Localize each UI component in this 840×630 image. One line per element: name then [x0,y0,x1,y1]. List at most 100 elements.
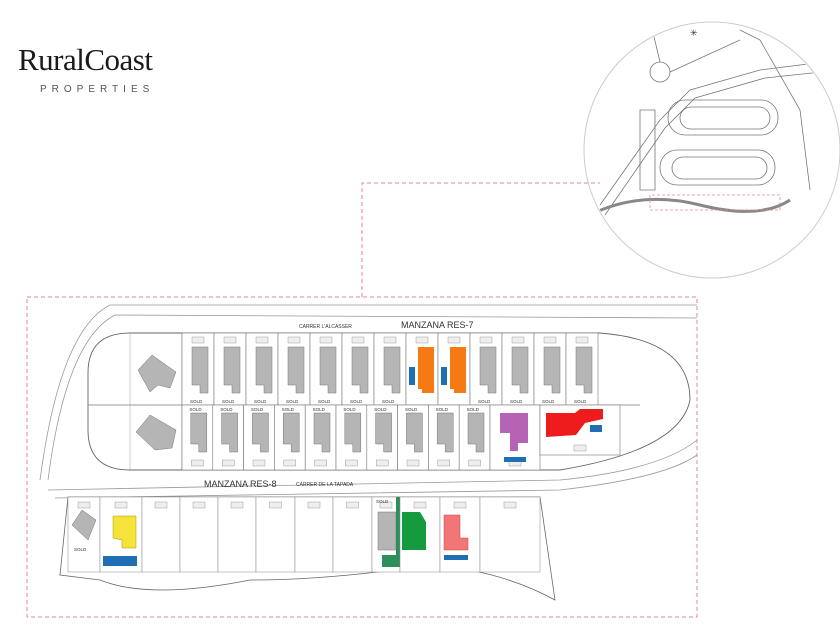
lot-number-tag [479,336,493,344]
sold-label: SOLD [282,407,295,412]
sold-building [511,346,529,394]
lot-number-tag [230,501,244,509]
lot[interactable] [217,496,257,573]
lot[interactable]: SOLD [501,332,535,406]
lot[interactable]: SOLD [428,404,460,471]
available-building [418,347,434,393]
lot-number-tag [77,501,91,509]
sold-label: SOLD [313,407,326,412]
lot[interactable]: SOLD [341,332,375,406]
plan-frame [26,296,698,618]
sold-building [351,346,369,394]
lot-number-tag [453,501,467,509]
svg-text:✳: ✳ [690,28,698,38]
sold-label: SOLD [350,399,363,404]
lot-number-tag [345,459,358,467]
lot[interactable]: SOLD [245,332,279,406]
lot[interactable] [255,496,296,573]
lot[interactable] [539,404,621,456]
sold-label: SOLD [510,399,523,404]
sold-building [190,412,208,453]
pool [504,457,526,462]
inset-connector [361,182,600,297]
sold-building [313,412,331,453]
lot[interactable] [437,332,471,406]
sold-building [575,346,593,394]
lot-number-tag [283,459,296,467]
lot[interactable] [405,332,439,406]
sold-label: SOLD [436,407,449,412]
location-inset-map: ✳ [583,21,840,279]
lot-number-tag [223,336,237,344]
lot-number-tag [447,336,461,344]
sold-building [377,511,397,551]
sold-building [287,346,305,394]
lot[interactable]: SOLD [458,404,491,471]
lot-number-tag [191,336,205,344]
lot[interactable]: SOLD [469,332,503,406]
lot-number-tag [573,444,587,452]
sold-building [436,412,454,453]
lot-number-tag [307,501,321,509]
sold-building [221,412,238,453]
lot-number-tag [468,459,481,467]
lot-number-tag [269,501,282,509]
lot[interactable] [439,496,481,573]
sold-building [71,509,97,541]
lot[interactable]: SOLD [181,404,214,471]
lot-number-tag [406,459,420,467]
lot-number-tag [191,459,204,467]
lot[interactable]: SOLD [533,332,567,406]
sold-building [467,412,485,453]
lot-number-tag [314,459,327,467]
lot[interactable]: SOLD [67,496,101,573]
lot[interactable]: SOLD [304,404,337,471]
sold-label: SOLD [251,407,264,412]
lot[interactable]: SOLD [565,332,599,406]
lot[interactable] [332,496,373,573]
lot[interactable]: SOLD [181,332,215,406]
lot[interactable] [399,496,441,573]
lot[interactable]: SOLD [212,404,244,471]
lot[interactable] [141,496,181,573]
lot[interactable]: SOLD [277,332,311,406]
reserved-building [500,413,528,451]
lot[interactable]: SOLD [397,404,429,471]
sold-building [223,346,241,394]
street-label-bottom: CARRER DE LA TAPADA [296,482,354,488]
lot-number-tag [383,336,397,344]
lot-number-tag [221,459,235,467]
lot[interactable]: SOLD [366,404,398,471]
lot-number-tag [154,501,168,509]
pool [444,555,468,560]
lot[interactable] [99,496,143,573]
sold-building [319,346,337,394]
lot-number-tag [376,459,389,467]
sold-building [406,412,423,453]
lot[interactable] [489,404,541,471]
sold-label: SOLD [318,399,331,404]
sold-label: SOLD [467,407,480,412]
sold-building [191,346,209,394]
lot[interactable]: SOLD [335,404,368,471]
lot[interactable] [179,496,219,573]
sold-label: SOLD [374,407,387,412]
lot-number-tag [575,336,589,344]
sold-label: SOLD [405,407,418,412]
lot[interactable]: SOLD [309,332,343,406]
lot[interactable] [479,496,541,573]
pool [590,425,602,432]
available-building [443,514,469,551]
lot-number-tag [255,336,269,344]
lot-number-tag [543,336,557,344]
sold-label: SOLD [74,547,87,552]
lot-number-tag [287,336,301,344]
logo-subtitle: PROPERTIES [40,84,155,95]
lot[interactable] [294,496,334,573]
lot[interactable]: SOLD [243,404,275,471]
lot[interactable]: SOLD [213,332,247,406]
sold-building [375,412,392,453]
lot[interactable]: SOLD [373,332,407,406]
lot[interactable]: SOLD [274,404,306,471]
